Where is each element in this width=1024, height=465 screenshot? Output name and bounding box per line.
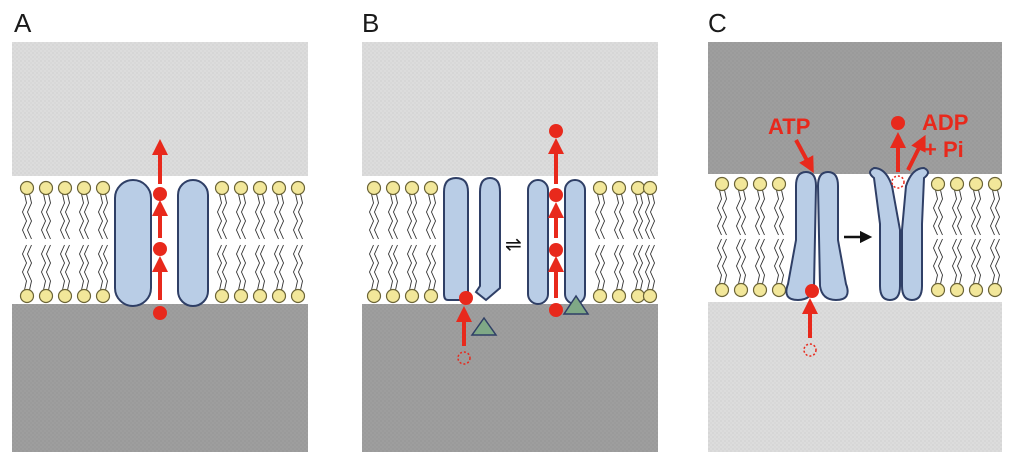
panel-b-transporter-open-right <box>564 179 586 305</box>
panel-b-substrate <box>549 303 563 317</box>
panel-c-adp-label: ADP <box>922 110 968 135</box>
lipid <box>949 176 965 298</box>
panel-b-equilibrium-symbol: ⇌ <box>505 232 522 256</box>
panel-c-adp-arrow <box>906 134 926 171</box>
lipid <box>752 176 768 298</box>
panel-c-substrate-empty <box>803 343 817 357</box>
lipid <box>366 180 382 304</box>
panel-c-substrate-bound <box>805 284 819 298</box>
lipid <box>611 180 627 304</box>
panel-b-substrate <box>549 243 563 257</box>
lipid <box>385 180 401 304</box>
panel-b-substrate-flow <box>548 124 564 317</box>
panel-b-transporter-closed-right <box>474 176 501 302</box>
lipid <box>771 176 787 298</box>
panel-a-letter: A <box>14 8 32 38</box>
panel-b-ligand-closed <box>470 316 498 336</box>
panel-a-substrate <box>153 187 167 201</box>
panel-b-ligand-open <box>562 294 590 315</box>
lipid <box>95 180 111 304</box>
lipid <box>252 180 268 304</box>
panel-c: ATP ADP + Pi <box>708 42 1003 452</box>
panel-c-pump-closed-right <box>816 170 849 302</box>
lipid <box>214 180 230 304</box>
lipid <box>733 176 749 298</box>
panel-b-substrate-empty <box>457 351 471 365</box>
lipid <box>271 180 287 304</box>
panel-a-lipid-bilayer <box>19 180 306 304</box>
panel-b-transporter-closed-left <box>443 176 469 301</box>
panel-b-substrate-released <box>549 124 563 138</box>
panel-a-channel-protein-right <box>177 179 209 307</box>
panel-b-substrate-bound <box>459 291 473 305</box>
panel-b-substrate <box>549 188 563 202</box>
lipid <box>19 180 35 304</box>
panel-c-pump-open-left <box>869 166 901 302</box>
panel-a-substrate <box>153 242 167 256</box>
panel-a <box>12 42 308 452</box>
panel-b-lipid-bilayer <box>366 180 658 304</box>
lipid <box>38 180 54 304</box>
panel-c-atp-arrow <box>794 139 814 174</box>
lipid <box>714 176 730 298</box>
panel-c-pi-label: + Pi <box>924 137 964 162</box>
lipid <box>642 180 658 304</box>
lipid <box>968 176 984 298</box>
panel-c-substrate-empty-site <box>891 175 905 189</box>
panel-c-letter: C <box>708 8 727 38</box>
lipid <box>592 180 608 304</box>
lipid <box>76 180 92 304</box>
lipid <box>987 176 1003 298</box>
panel-a-substrate-flow <box>152 139 168 320</box>
lipid <box>930 176 946 298</box>
panel-c-pump-open-right <box>901 166 929 302</box>
lipid <box>630 180 646 304</box>
panel-c-atp-label: ATP <box>768 114 810 139</box>
lipid <box>423 180 439 304</box>
panel-c-substrate-released <box>891 116 905 130</box>
panel-a-channel-protein-left <box>114 179 152 307</box>
lipid <box>233 180 249 304</box>
panel-b-letter: B <box>362 8 380 38</box>
panel-c-lipid-bilayer <box>714 176 1003 298</box>
lipid <box>404 180 420 304</box>
lipid <box>57 180 73 304</box>
panel-a-substrate <box>153 306 167 320</box>
lipid <box>290 180 306 304</box>
panel-b-transporter-open-left <box>527 179 549 305</box>
panel-b: ⇌ <box>362 42 658 452</box>
